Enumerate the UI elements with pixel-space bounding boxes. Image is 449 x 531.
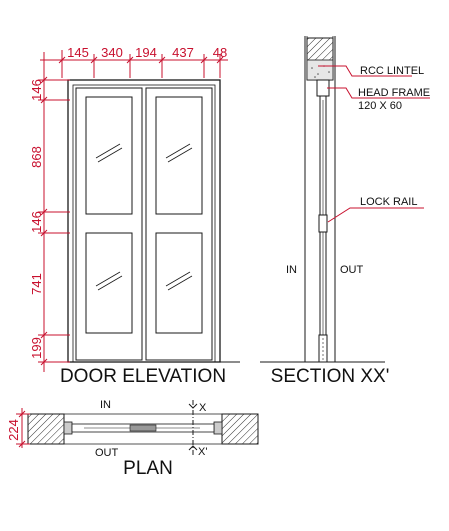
top-dimension-chain: 145 340 194 437 48 [40, 45, 228, 78]
head-frame-size-label: 120 X 60 [358, 100, 402, 112]
right-bottom-glass-panel [155, 232, 203, 334]
side-dim-3: 146 [29, 211, 44, 233]
side-dim-1: 146 [29, 79, 44, 101]
top-dim-4: 437 [172, 45, 194, 60]
door-elevation: 145 340 194 437 48 146 868 146 741 199 [29, 45, 240, 387]
glass-glint-marks [95, 143, 193, 291]
left-top-glass-panel [85, 96, 133, 215]
top-dim-3: 194 [135, 45, 157, 60]
section-title: SECTION XX' [271, 366, 390, 387]
head-frame-label: HEAD FRAME [358, 87, 430, 99]
lock-rail [318, 214, 328, 233]
side-dim-2: 868 [29, 146, 44, 168]
rcc-lintel [306, 59, 334, 81]
elevation-title: DOOR ELEVATION [60, 366, 226, 387]
top-dim-1: 145 [67, 45, 89, 60]
plan-title: PLAN [123, 458, 173, 479]
left-shutter [75, 87, 143, 361]
right-top-glass-panel [155, 96, 203, 215]
door-frame-outer [67, 79, 221, 363]
section-out-label: OUT [340, 264, 364, 276]
plan-in-label: IN [100, 399, 111, 411]
lock-rail-label: LOCK RAIL [360, 196, 417, 208]
section-xx: RCC LINTEL HEAD FRAME 120 X 60 LOCK RAIL… [260, 36, 430, 387]
right-shutter [145, 87, 213, 361]
door-plan: X X' 224 IN OUT PLAN [6, 399, 259, 479]
side-dim-5: 199 [29, 337, 44, 359]
section-mark-bottom: X' [198, 446, 207, 458]
door-frame-inner [72, 84, 216, 363]
plan-right-wall [221, 413, 259, 445]
top-dim-5: 48 [213, 45, 227, 60]
section-in-label: IN [286, 264, 297, 276]
left-bottom-glass-panel [85, 232, 133, 334]
plan-left-wall [27, 413, 65, 445]
plan-out-label: OUT [95, 447, 119, 459]
top-dim-2: 340 [101, 45, 123, 60]
rcc-lintel-label: RCC LINTEL [360, 65, 424, 77]
section-mark-top: X [199, 402, 207, 414]
plan-dim: 224 [6, 419, 21, 441]
side-dimension-chain: 146 868 146 741 199 [29, 52, 70, 372]
side-dim-4: 741 [29, 273, 44, 295]
